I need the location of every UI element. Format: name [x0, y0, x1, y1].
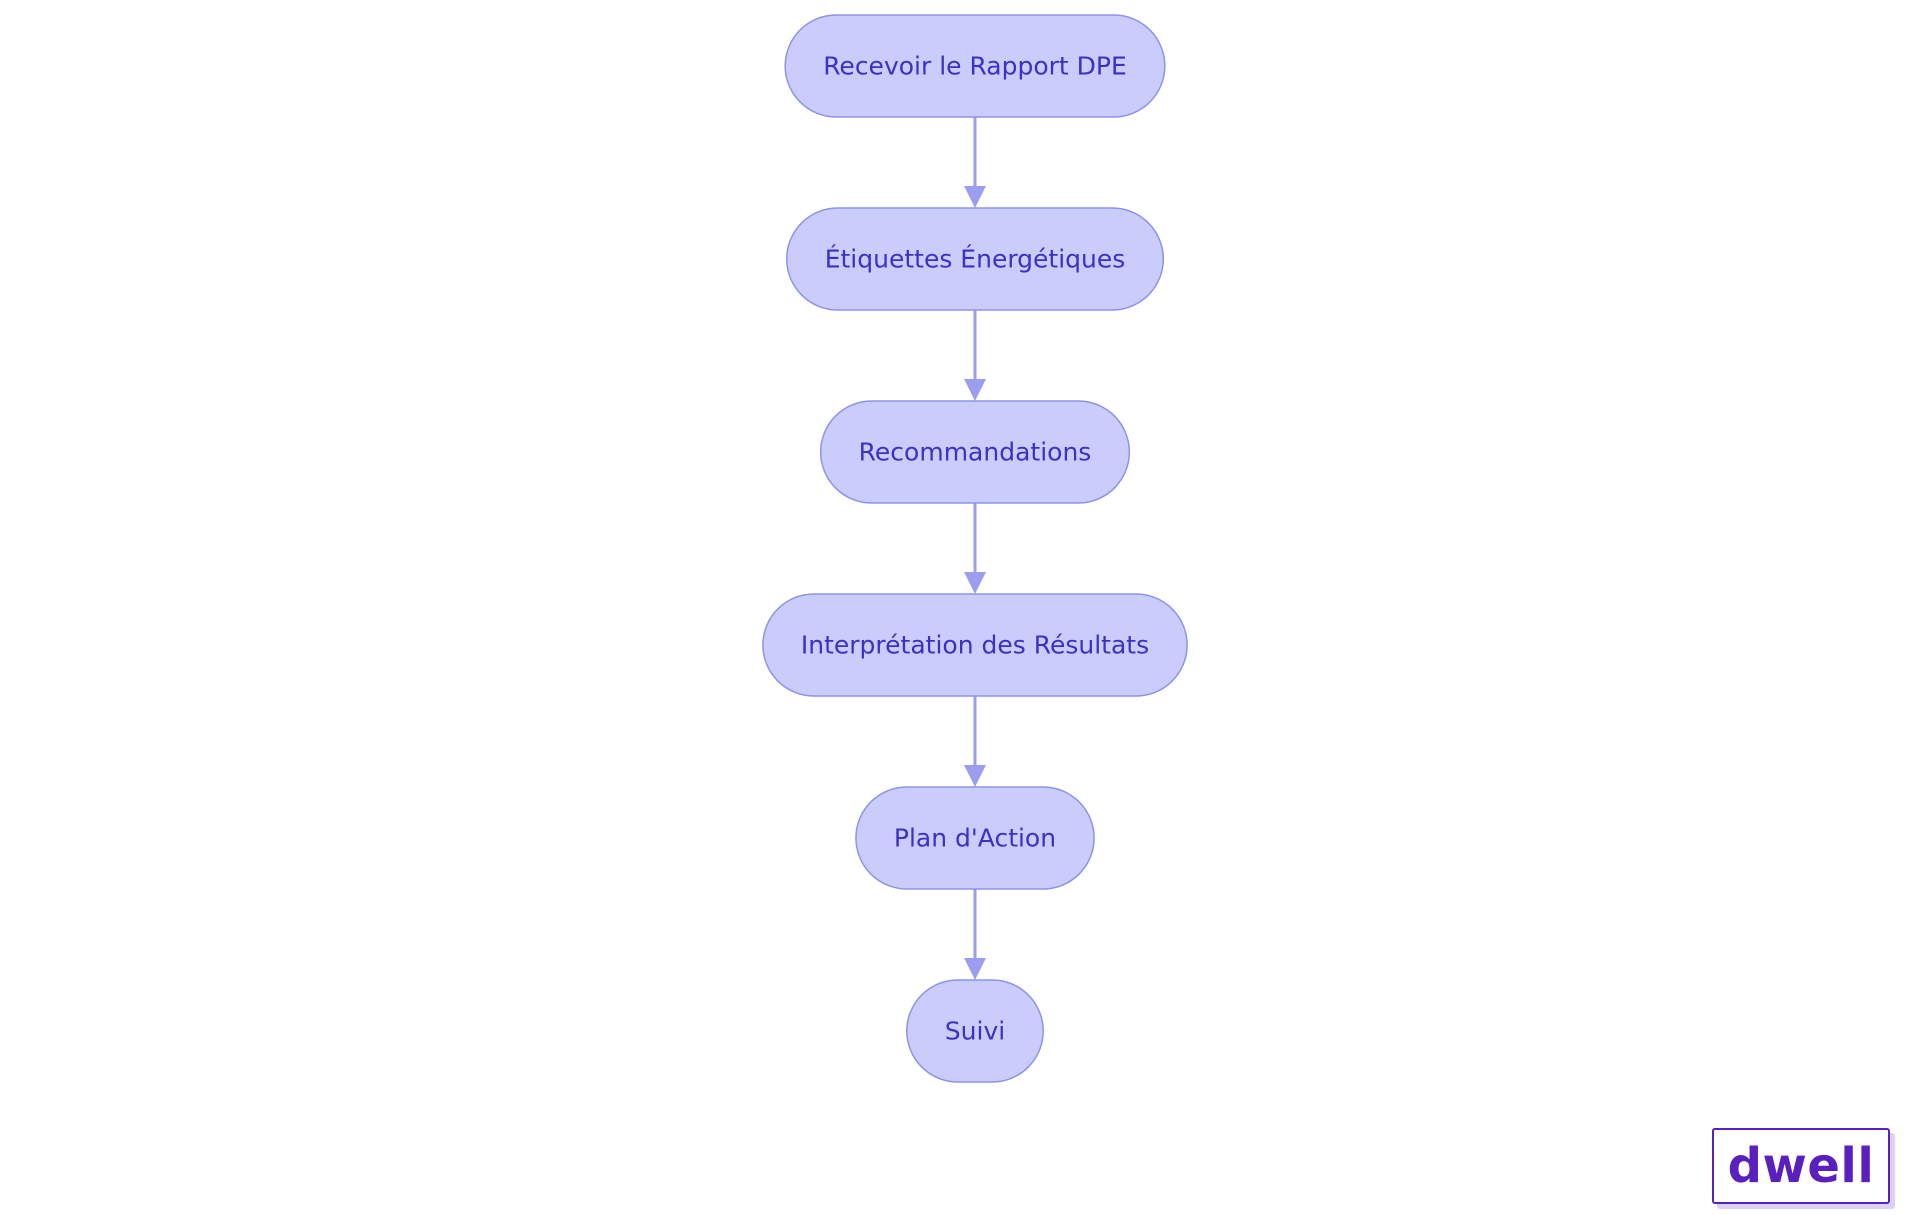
flow-node-shape	[785, 207, 1165, 311]
flow-edge	[964, 889, 986, 980]
flow-node-shape	[906, 979, 1044, 1083]
nodes-layer: Recevoir le Rapport DPE Étiquettes Énergé…	[762, 14, 1188, 1083]
edges-layer	[964, 117, 986, 980]
flow-node-label: Recevoir le Rapport DPE	[823, 52, 1127, 81]
flow-node-shape	[784, 14, 1166, 118]
arrowhead-icon	[964, 186, 986, 208]
flow-node-shape	[819, 400, 1131, 504]
flow-node-shape	[855, 786, 1095, 890]
flow-node-label: Interprétation des Résultats	[801, 631, 1149, 660]
flow-node-label: Étiquettes Énergétiques	[825, 245, 1126, 274]
flow-edge	[964, 696, 986, 787]
logo-text: dwell	[1727, 1138, 1875, 1194]
arrowhead-icon	[964, 379, 986, 401]
flow-node-label: Recommandations	[859, 438, 1092, 467]
flow-node: Suivi	[906, 979, 1044, 1083]
arrowhead-icon	[964, 958, 986, 980]
flow-node: Recevoir le Rapport DPE	[784, 14, 1166, 118]
flow-node: Plan d'Action	[855, 786, 1095, 890]
arrowhead-icon	[964, 572, 986, 594]
dwell-logo: dwell	[1712, 1128, 1890, 1204]
flow-edge	[964, 310, 986, 401]
arrowhead-icon	[964, 765, 986, 787]
flow-node: Étiquettes Énergétiques	[785, 207, 1165, 311]
flow-edge	[964, 117, 986, 208]
flow-node-label: Suivi	[945, 1017, 1005, 1046]
flow-node-label: Plan d'Action	[894, 824, 1056, 853]
flow-node-shape	[762, 593, 1188, 697]
flow-node: Interprétation des Résultats	[762, 593, 1188, 697]
flow-edge	[964, 503, 986, 594]
flow-node: Recommandations	[819, 400, 1131, 504]
